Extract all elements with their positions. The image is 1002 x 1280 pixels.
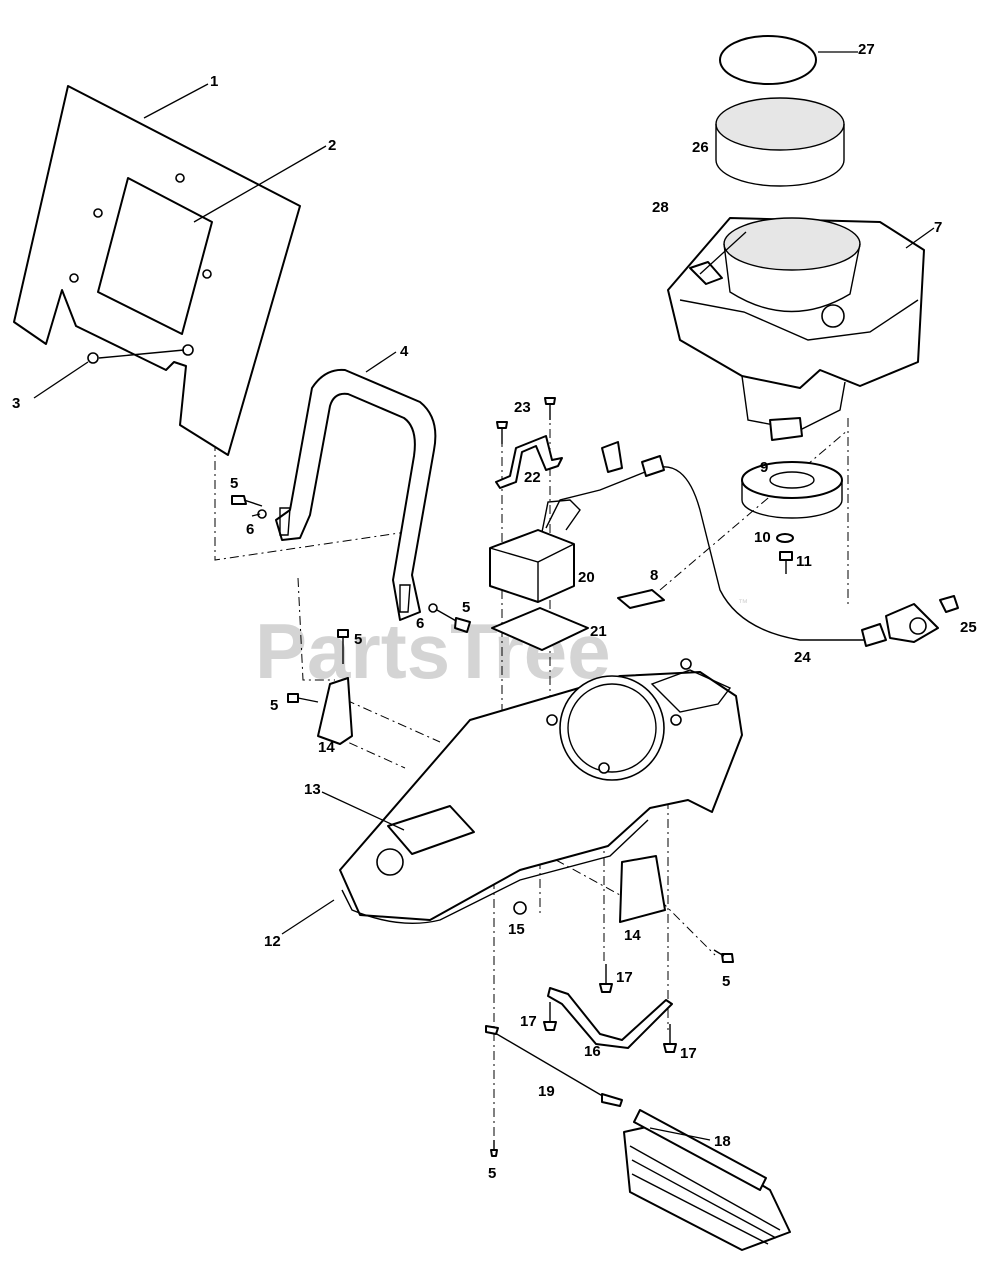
callout-7: 7	[934, 219, 942, 236]
label-part-8	[617, 589, 665, 609]
bolt-part-5-c	[337, 629, 349, 664]
callout-27: 27	[858, 41, 875, 58]
nut-part-15	[513, 901, 527, 915]
callout-17-a: 17	[616, 969, 633, 986]
callout-8: 8	[650, 567, 658, 584]
bolt-part-5-a	[231, 495, 263, 507]
module-part-20	[489, 499, 581, 603]
harness-part-24	[545, 441, 887, 647]
label-part-2	[97, 177, 213, 335]
bolt-part-11	[779, 551, 793, 574]
engine-part-7	[667, 217, 925, 441]
screw-part-23-b	[544, 397, 556, 420]
pin-part-17-b	[543, 1002, 557, 1031]
deck-part-12	[339, 658, 743, 924]
callout-4: 4	[400, 343, 409, 360]
callout-13: 13	[304, 781, 321, 798]
strap-part-22	[495, 435, 563, 489]
callout-5-a: 5	[230, 475, 238, 492]
callout-5-d: 5	[270, 697, 278, 714]
screw-part-23	[496, 421, 508, 444]
chute-part-18	[623, 1109, 791, 1251]
pin-part-17-a	[599, 964, 613, 993]
bolt-part-5-e	[713, 949, 734, 963]
callout-17-b: 17	[520, 1013, 537, 1030]
callout-26: 26	[692, 139, 709, 156]
callout-10: 10	[754, 529, 771, 546]
washer-part-10	[776, 533, 794, 543]
callouts: 1 2 3 4 5 5 5 5 5 5 6 6 7 8 9 10 11 12 1…	[12, 41, 977, 1182]
bracket-part-14-b	[619, 855, 666, 923]
pin-part-17-c	[663, 1024, 677, 1053]
bolt-part-5-b	[436, 609, 471, 633]
bolt-part-5-d	[287, 693, 319, 703]
callout-14-a: 14	[318, 739, 335, 756]
callout-12: 12	[264, 933, 281, 950]
pad-part-21	[491, 607, 589, 651]
keyswitch-part-25	[885, 595, 959, 643]
cable-part-19	[485, 1025, 623, 1107]
callout-2: 2	[328, 137, 336, 154]
push-nut-part-3	[87, 344, 194, 364]
callout-25: 25	[960, 619, 977, 636]
callout-5-e: 5	[722, 973, 730, 990]
callout-1: 1	[210, 73, 218, 90]
callout-5-f: 5	[488, 1165, 496, 1182]
callout-19: 19	[538, 1083, 555, 1100]
callout-6-b: 6	[416, 615, 424, 632]
handle-part-4	[275, 368, 437, 621]
callout-16: 16	[584, 1043, 601, 1060]
foam-part-26	[715, 97, 845, 187]
callout-15: 15	[508, 921, 525, 938]
decal-part-13	[387, 805, 475, 855]
bracket-part-14-a	[317, 677, 353, 745]
leader-lines	[33, 51, 935, 1141]
screen-part-28	[723, 217, 861, 328]
rod-part-16	[547, 987, 673, 1049]
screw-part-5-f	[490, 1140, 498, 1157]
callout-17-c: 17	[680, 1045, 697, 1062]
callout-5-c: 5	[354, 631, 362, 648]
callout-9: 9	[760, 459, 768, 476]
callout-21: 21	[590, 623, 607, 640]
callout-23: 23	[514, 399, 531, 416]
callout-28: 28	[652, 199, 669, 216]
disc-part-27	[719, 35, 817, 85]
callout-11: 11	[796, 553, 812, 570]
callout-18: 18	[714, 1133, 731, 1150]
callout-6-a: 6	[246, 521, 254, 538]
callout-5-b: 5	[462, 599, 470, 616]
callout-14-b: 14	[624, 927, 641, 944]
watermark-tm: ™	[738, 598, 748, 609]
callout-24: 24	[794, 649, 811, 666]
pulley-part-9	[741, 461, 843, 519]
callout-22: 22	[524, 469, 541, 486]
nut-part-6-b	[428, 603, 438, 613]
callout-20: 20	[578, 569, 595, 586]
callout-3: 3	[12, 395, 20, 412]
